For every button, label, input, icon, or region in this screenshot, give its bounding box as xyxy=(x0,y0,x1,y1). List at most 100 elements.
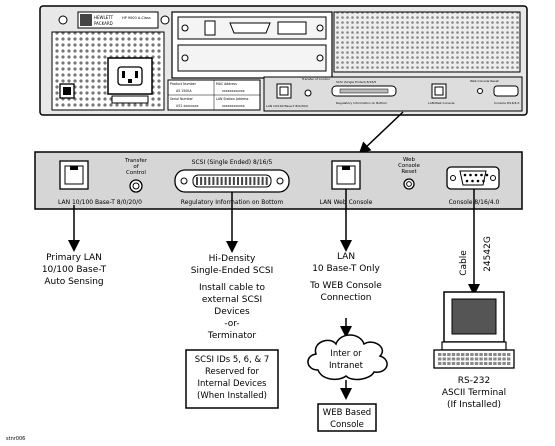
serial-number-value: US1 xxxxxxxx xyxy=(176,104,199,108)
keyboard-key xyxy=(484,362,488,365)
scsi-install-line3: Devices xyxy=(214,307,250,317)
scsi-install-line2: external SCSI xyxy=(202,295,262,305)
scsi-pin xyxy=(212,177,215,185)
scsi-pin xyxy=(220,177,223,185)
keyboard-key xyxy=(442,357,446,361)
brand-line2: PACKARD xyxy=(94,21,113,26)
keyboard-key xyxy=(461,357,465,361)
mini-transfer-button xyxy=(304,89,312,97)
scsi-pin xyxy=(253,177,256,185)
keyboard-key xyxy=(488,357,492,361)
scsi-pin xyxy=(200,177,203,185)
figure-id: stnr006 xyxy=(6,436,25,442)
scsi-pins xyxy=(196,177,268,185)
keyboard-key xyxy=(502,362,506,365)
model-label: HP 9000 A-Class xyxy=(122,16,151,20)
scsi-install-line5: Terminator xyxy=(207,331,257,341)
primary-lan-line2: 10/100 Base-T xyxy=(42,265,107,275)
keyboard-key xyxy=(451,357,456,361)
keyboard-key xyxy=(456,362,460,365)
product-number-value: A5 1500A xyxy=(176,89,192,93)
keyboard-key xyxy=(438,357,442,361)
keyboard-key xyxy=(484,357,488,361)
scsi-pin xyxy=(208,177,211,185)
keyboard-key xyxy=(451,362,456,365)
mini-scsi-label: SCSI (Single Ended) 8/16/5 xyxy=(336,80,376,84)
lan-web-line3: To WEB Console xyxy=(309,281,382,291)
lan-port-label: LAN 10/100 Base-T 8/0/20/0 xyxy=(58,199,142,206)
scsi-ids-line4: (When Installed) xyxy=(197,391,267,401)
keyboard-key xyxy=(484,353,488,356)
web-reset-label-1: Web xyxy=(403,157,415,163)
cable-part-number: 24542G xyxy=(483,236,493,272)
scsi-pin xyxy=(224,177,227,185)
product-number-label: Product Number xyxy=(170,82,197,86)
keyboard-key xyxy=(470,362,474,365)
mac-address-label: MAC Address xyxy=(216,82,237,86)
keyboard-key xyxy=(497,353,502,356)
keyboard-key xyxy=(507,357,511,361)
scsi-port-label: SCSI (Single Ended) 8/16/5 xyxy=(192,159,273,166)
scsi-ids-line3: Internal Devices xyxy=(198,379,268,389)
primary-lan-line1: Primary LAN xyxy=(46,253,102,263)
db9-pin xyxy=(482,179,485,183)
keyboard-key xyxy=(502,353,506,356)
cloud-line2: Intranet xyxy=(329,361,364,371)
fan-grille-right xyxy=(333,11,521,73)
scsi-pin xyxy=(257,177,260,185)
keyboard-key xyxy=(488,353,492,356)
mini-web-label: Web Console Reset xyxy=(470,79,500,83)
screw-icon xyxy=(160,15,170,25)
db9-pin xyxy=(476,179,480,183)
keyboard-key xyxy=(474,357,479,361)
scsi-pin xyxy=(245,177,248,185)
mini-web-reset xyxy=(477,88,483,94)
cable-label: Cable xyxy=(459,250,469,276)
lan-port xyxy=(59,160,89,190)
keyboard-key xyxy=(447,357,451,361)
ascii-terminal-icon xyxy=(433,291,515,369)
mini-lan-web-label: LAN/Web Console xyxy=(428,101,455,105)
keyboard-key xyxy=(474,362,479,365)
keyboard-key xyxy=(479,353,483,356)
keyboard-key xyxy=(465,362,469,365)
zoom-arrow xyxy=(358,111,404,155)
keyboard-key xyxy=(470,353,474,356)
cloud-line1: Inter or xyxy=(330,349,362,359)
db9-pins xyxy=(463,173,489,183)
keyboard-key xyxy=(474,353,479,356)
scsi-ids-box xyxy=(185,349,279,409)
scsi-pin xyxy=(249,177,252,185)
mini-lan-web-port xyxy=(431,83,447,99)
scsi-callout-line2: Single-Ended SCSI xyxy=(191,266,274,276)
db9-pin xyxy=(474,173,478,177)
scsi-ids-line2: Reserved for xyxy=(205,367,259,377)
web-reset-label-3: Reset xyxy=(401,169,417,175)
keyboard-key xyxy=(451,353,456,356)
keyboard-key xyxy=(465,357,469,361)
hp-logo xyxy=(80,14,92,26)
mini-lan-port xyxy=(276,83,292,99)
brand-line1: HEWLETT xyxy=(94,15,114,20)
mini-regulatory: Regulatory Information on Bottom xyxy=(336,101,387,105)
keyboard-key xyxy=(479,362,483,365)
db9-pin xyxy=(480,173,483,177)
transfer-of-control-button xyxy=(129,179,143,193)
terminal-line1: RS-232 xyxy=(458,376,490,386)
scsi-pin xyxy=(241,177,244,185)
cloud-icon xyxy=(307,334,388,381)
keyboard-key xyxy=(456,357,460,361)
mini-lan-label: LAN 10/100 Base-T 8/0/20/0 xyxy=(266,104,308,108)
keyboard-key xyxy=(461,353,465,356)
db9-pin xyxy=(463,173,467,177)
keyboard-key xyxy=(488,362,492,365)
keyboard-key xyxy=(493,353,497,356)
web-console-reset-button xyxy=(403,178,415,190)
keyboard-key xyxy=(438,353,442,356)
keyboard-key xyxy=(456,353,460,356)
keyboard-key xyxy=(502,357,506,361)
web-reset-label-2: Console xyxy=(398,163,420,169)
scsi-pin xyxy=(204,177,207,185)
scsi-pin xyxy=(265,177,268,185)
